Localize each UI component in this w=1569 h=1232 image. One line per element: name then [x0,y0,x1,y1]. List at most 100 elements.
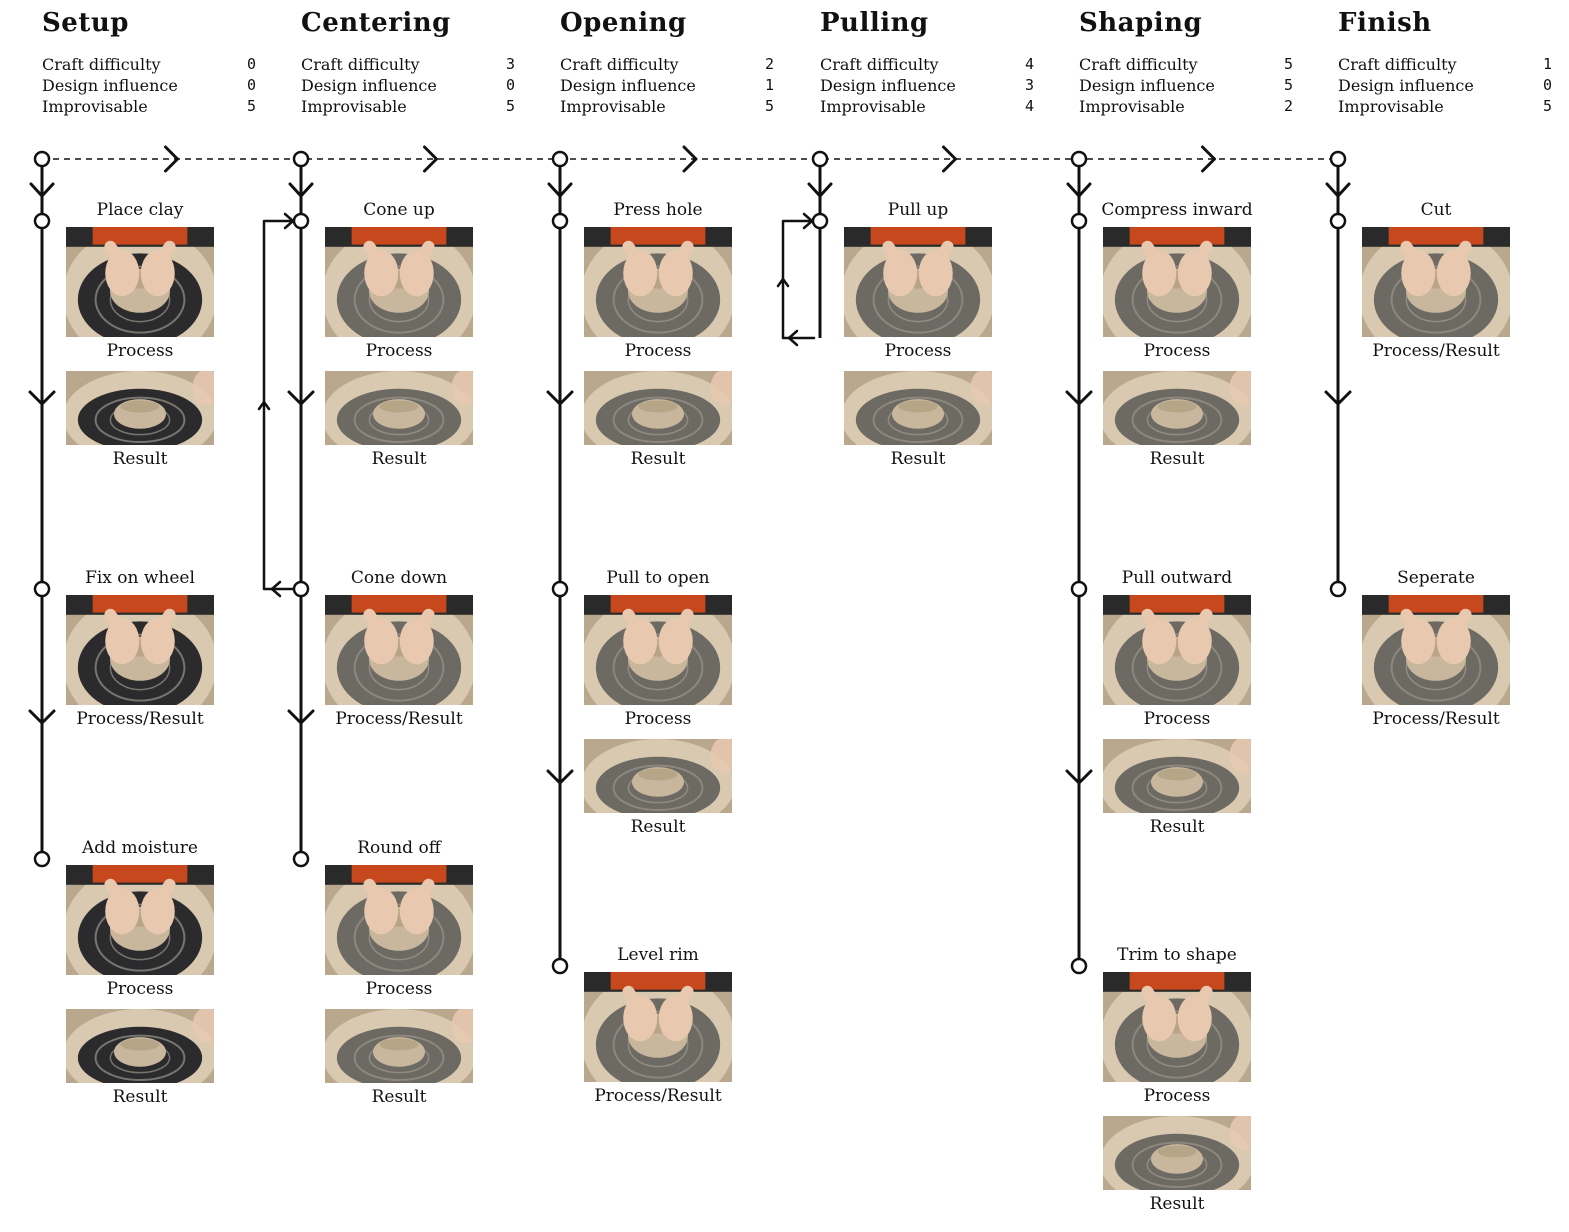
photo-caption: Process [1143,709,1211,729]
process-photo [66,227,214,337]
flow-arrow [287,390,315,406]
improvisable-label: Improvisable [301,97,407,116]
craft-difficulty-row: Craft difficulty 2 [560,54,774,75]
pottery-illustration [584,371,732,445]
result-photo [1103,371,1251,445]
flow-arrow [546,390,574,406]
pottery-illustration [1103,595,1251,705]
photo-caption: Process [365,341,433,361]
result-photo [66,371,214,445]
step-title: Round off [357,838,441,858]
photo-caption: Process [106,979,174,999]
photo-caption: Result [112,1087,168,1107]
loop-arrow [776,277,790,288]
timeline-arrow [1201,145,1216,173]
photo-caption: Result [630,817,686,837]
flow-arrow [287,709,315,725]
loop-arrow [283,212,295,230]
result-photo [584,739,732,813]
flow-arrow [1065,769,1093,785]
craft-difficulty-value: 0 [246,55,256,73]
process-photo [1362,227,1510,337]
stage-title: Finish [1338,8,1432,38]
design-influence-label: Design influence [301,76,437,95]
step-node [1070,580,1088,598]
craft-difficulty-label: Craft difficulty [1338,55,1457,74]
step-title: Cone down [350,568,448,588]
craft-difficulty-value: 3 [505,55,515,73]
flow-arrow [807,182,833,198]
improvisable-value: 5 [764,97,774,115]
design-influence-label: Design influence [1338,76,1474,95]
step-node [1329,580,1347,598]
photo-caption: Process/Result [1372,341,1500,361]
flow-arrow [288,182,314,198]
step-title: Pull up [887,200,949,220]
pottery-illustration [1362,595,1510,705]
timeline-arrow [682,145,698,173]
craft-difficulty-value: 2 [764,55,774,73]
photo-caption: Process [365,979,433,999]
result-photo [584,371,732,445]
loop-bracket [262,219,295,591]
design-influence-value: 5 [1283,76,1293,94]
flow-arrow [1065,390,1093,406]
pottery-illustration [1103,1116,1251,1190]
photo-caption: Result [371,1087,427,1107]
stage-node [551,150,569,168]
loop-bracket [781,219,816,340]
process-photo [1103,227,1251,337]
process-photo [1103,595,1251,705]
process-photo [1103,972,1251,1082]
timeline-arrow [164,145,179,173]
process-photo [66,865,214,975]
photo-caption: Result [1149,449,1205,469]
flow-arrow [28,390,56,406]
step-title: Cut [1420,200,1452,220]
process-photo [325,595,473,705]
pottery-illustration [844,227,992,337]
photo-caption: Process [106,341,174,361]
result-photo [325,1009,473,1083]
design-influence-value: 0 [1542,76,1552,94]
pottery-illustration [325,595,473,705]
photo-caption: Process [884,341,952,361]
process-photo [584,227,732,337]
pottery-illustration [1103,371,1251,445]
step-title: Cone up [363,200,435,220]
step-node [33,850,51,868]
result-photo [844,371,992,445]
pottery-illustration [584,972,732,1082]
pottery-illustration [66,1009,214,1083]
stage-node [292,150,310,168]
result-photo [325,371,473,445]
photo-caption: Result [371,449,427,469]
craft-difficulty-label: Craft difficulty [560,55,679,74]
step-node [551,580,569,598]
improvisable-value: 5 [1542,97,1552,115]
flow-arrow [1324,390,1352,406]
result-photo [66,1009,214,1083]
loop-arrow [787,329,799,347]
design-influence-label: Design influence [42,76,178,95]
pottery-illustration [325,371,473,445]
photo-caption: Process [624,341,692,361]
photo-caption: Process [624,709,692,729]
design-influence-row: Design influence 0 [1338,75,1552,96]
step-node [292,850,310,868]
flow-arrow [29,182,55,198]
step-title: Compress inward [1101,200,1253,220]
step-node [551,957,569,975]
